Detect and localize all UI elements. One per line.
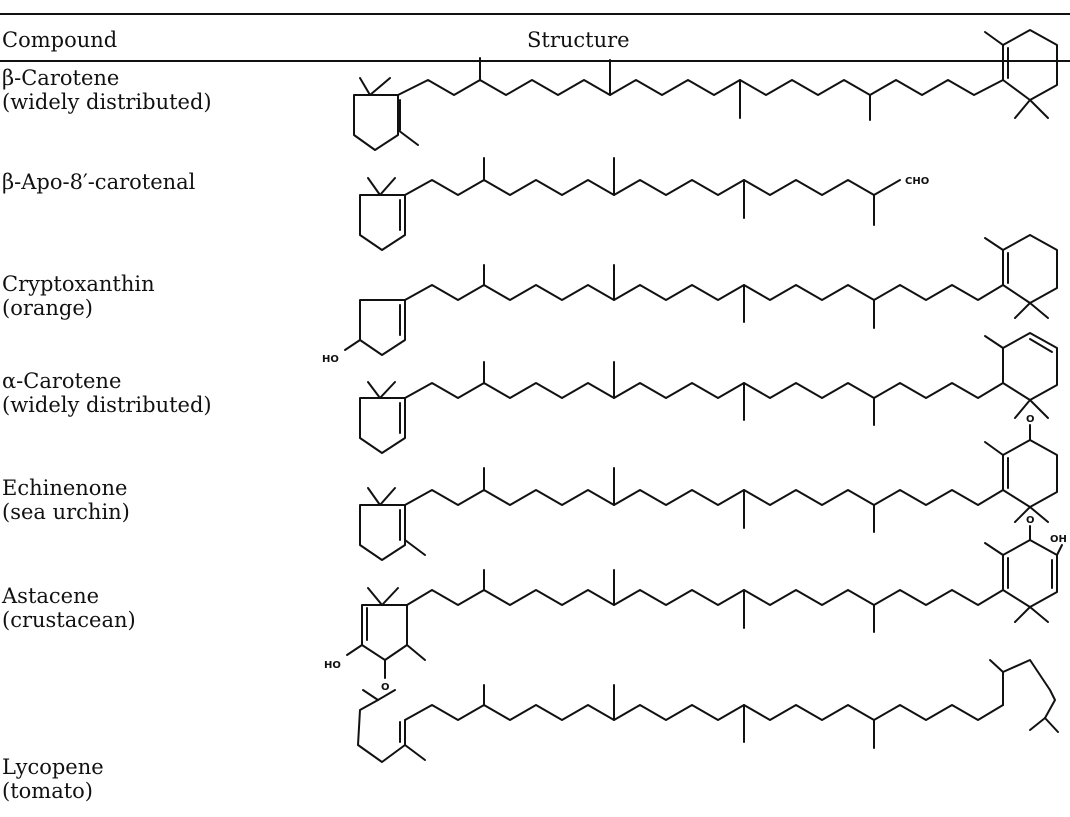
ho-label: HO — [322, 354, 339, 365]
compound-source: (widely distributed) — [2, 393, 212, 417]
ho-label: HO — [324, 660, 341, 671]
compound-name: Echinenone — [2, 476, 128, 500]
o-label: O — [381, 682, 390, 693]
o-label: O — [1026, 414, 1035, 425]
header-structure: Structure — [527, 28, 630, 52]
structure-beta-carotene — [353, 29, 1058, 151]
structure-beta-apo-carotenal: CHO — [359, 157, 929, 251]
structure-alpha-carotene — [359, 332, 1058, 454]
structure-lycopene — [357, 659, 1059, 763]
structure-astacene: HO O O OH — [324, 515, 1067, 693]
compound-source: (widely distributed) — [2, 90, 212, 114]
compound-name-cryptoxanthin: Cryptoxanthin (orange) — [2, 272, 155, 320]
compound-name-astacene: Astacene (crustacean) — [2, 584, 136, 632]
compound-source: (crustacean) — [2, 608, 136, 632]
compound-name-echinenone: Echinenone (sea urchin) — [2, 476, 130, 524]
compound-source: (tomato) — [2, 779, 93, 803]
compound-name: β-Apo-8′-carotenal — [2, 170, 196, 194]
compound-source: (orange) — [2, 296, 93, 320]
structure-echinenone: O — [359, 414, 1058, 561]
header-compound: Compound — [2, 28, 118, 52]
compound-name-alpha-carotene: α-Carotene (widely distributed) — [2, 369, 212, 417]
o-label: O — [1026, 515, 1035, 526]
structure-cryptoxanthin: HO — [322, 234, 1058, 365]
compound-name-beta-apo-carotenal: β-Apo-8′-carotenal — [2, 170, 195, 194]
compound-source: (sea urchin) — [2, 500, 130, 524]
top-rule — [0, 13, 1070, 15]
compound-name: Cryptoxanthin — [2, 272, 155, 296]
cho-label: CHO — [905, 176, 929, 187]
compound-name: Lycopene — [2, 755, 104, 779]
compound-name: β-Carotene — [2, 66, 120, 90]
oh-label: OH — [1050, 534, 1067, 545]
compound-name-lycopene: Lycopene (tomato) — [2, 755, 104, 803]
compound-name: α-Carotene — [2, 369, 122, 393]
compound-name-beta-carotene: β-Carotene (widely distributed) — [2, 66, 212, 114]
header-rule — [0, 60, 1070, 62]
compound-name: Astacene — [2, 584, 100, 608]
